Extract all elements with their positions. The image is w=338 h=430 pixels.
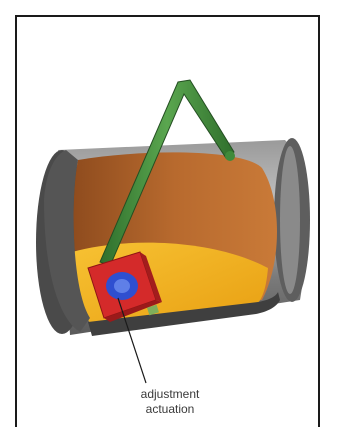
- callout-label-line1: adjustment: [120, 387, 220, 402]
- adjustment-disc-center: [114, 279, 130, 293]
- callout-label: adjustment actuation: [120, 387, 220, 417]
- shell-end-cap-rim: [280, 146, 300, 294]
- callout-label-line2: actuation: [120, 402, 220, 417]
- arm-end-joint: [225, 151, 235, 161]
